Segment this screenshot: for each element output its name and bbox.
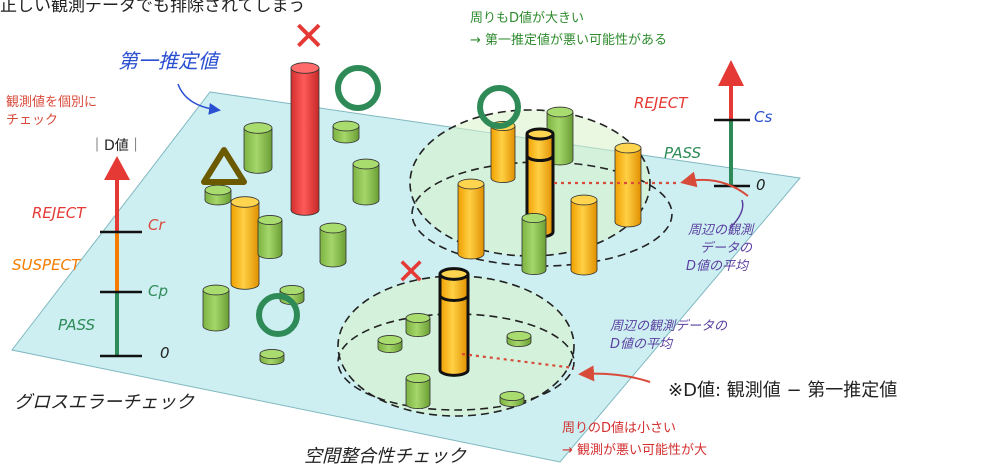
orange-cylinder <box>490 121 516 183</box>
spatial-pass-label: PASS <box>664 144 702 162</box>
note-avg-upper-2: データの <box>700 240 753 256</box>
green-cylinder <box>352 158 380 206</box>
note-avg-upper-1: 周辺の観測 <box>688 223 755 238</box>
orange-cylinder <box>457 178 485 260</box>
green-cylinder <box>332 120 360 144</box>
note-top-right-2: → 第一推定値が悪い可能性がある <box>470 32 667 48</box>
gross-pass-label: PASS <box>58 316 96 334</box>
gross-zero-label: 0 <box>160 344 170 362</box>
d-value-axis-label: ｜D値｜ <box>90 138 143 154</box>
gross-cr-label: Cr <box>148 216 165 234</box>
note-avg-upper-3: D値の平均 <box>686 259 750 274</box>
note-avg-lower-2: D値の平均 <box>610 337 674 352</box>
gross-cp-label: Cp <box>148 282 168 300</box>
green-cylinder <box>405 373 431 409</box>
circle-mark-top <box>335 65 381 111</box>
note-avg-lower-arrow <box>578 365 651 383</box>
green-cylinder <box>506 331 532 347</box>
gross-error-axis <box>100 156 142 358</box>
green-cylinder <box>259 349 285 365</box>
orange-cylinder <box>438 267 470 377</box>
green-cylinder <box>499 391 525 407</box>
avg-line-lower <box>461 352 575 370</box>
green-cylinder <box>204 184 232 206</box>
spatial-reject-label: REJECT <box>634 94 689 112</box>
note-bottom-right-2: → 観測が悪い可能性が大 <box>562 443 707 458</box>
green-cylinder <box>377 335 403 353</box>
top-caption: 正しい観測データでも排除されてしまう <box>0 0 306 16</box>
green-cylinder <box>521 213 547 275</box>
first-guess-label: 第一推定値 <box>118 49 221 73</box>
note-top-right-1: 周りもD値が大きい <box>470 10 584 26</box>
observation-cylinders <box>202 62 642 409</box>
spatial-cs-label: Cs <box>754 108 772 126</box>
footnote-d-value: ※D値: 観測値 − 第一推定値 <box>668 380 897 401</box>
note-avg-upper-pointer <box>729 199 744 229</box>
note-avg-lower-1: 周辺の観測データの <box>610 318 728 334</box>
spatial-zero-label: 0 <box>756 176 766 194</box>
gross-error-check-label: グロスエラーチェック <box>14 392 195 413</box>
spatial-check-label: 空間整合性チェック <box>304 446 467 467</box>
green-cylinder <box>243 122 273 174</box>
circle-mark-lower-left <box>256 293 300 337</box>
first-guess-arrow <box>177 83 221 115</box>
note-bottom-right-1: 周りのD値は小さい <box>562 420 676 436</box>
orange-cylinder <box>570 194 598 276</box>
green-cylinder <box>319 222 347 268</box>
note-avg-upper-arrow <box>680 171 749 197</box>
red-cylinder <box>290 62 320 216</box>
cross-mark-red-cylinder: ✕ <box>292 14 326 60</box>
individual-check-label-1: 観測値を個別に <box>6 94 97 110</box>
green-cylinder <box>405 313 431 337</box>
gross-reject-label: REJECT <box>32 204 87 222</box>
green-cylinder <box>202 284 230 332</box>
individual-check-label-2: チェック <box>6 113 58 128</box>
green-cylinder <box>257 215 283 259</box>
circle-mark-upper-right <box>477 85 521 129</box>
orange-cylinder <box>614 142 642 228</box>
triangle-mark <box>201 147 247 185</box>
orange-cylinder <box>230 196 260 290</box>
cross-mark-orange-cylinder: ✕ <box>396 252 426 293</box>
gross-suspect-label: SUSPECT <box>12 256 82 274</box>
